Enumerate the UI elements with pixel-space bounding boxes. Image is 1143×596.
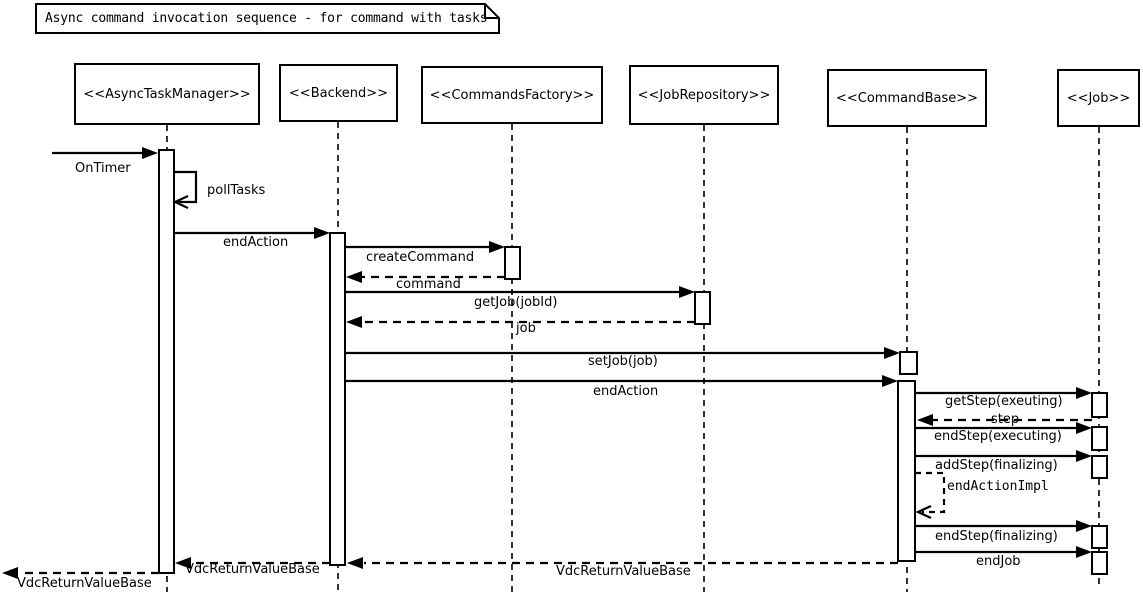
message-label-end-step-finalizing: endStep(finalizing) [935, 529, 1058, 544]
message-label-set-job: setJob(job) [588, 354, 658, 369]
lifeline-label: <<CommandsFactory>> [429, 87, 595, 103]
activation-job-endstep-executing [1091, 426, 1108, 451]
message-label-step-return: step [991, 412, 1020, 427]
arrow-return-to-task-manager [175, 557, 330, 569]
message-label-end-action-impl: endActionImpl [947, 479, 1049, 494]
lifeline-head-commandbase: <<CommandBase>> [827, 69, 987, 127]
activation-commandsfactory [504, 246, 521, 280]
activation-commandbase-main [897, 380, 916, 562]
arrow-job-return [346, 316, 695, 328]
arrow-command-return [346, 271, 505, 283]
message-label-get-step: getStep(exeuting) [945, 394, 1063, 409]
arrow-step-return [917, 414, 1092, 426]
message-label-end-job: endJob [976, 554, 1021, 569]
arrow-on-timer [52, 147, 158, 159]
note-shape [35, 3, 500, 34]
lifeline-head-asynctaskmanager: <<AsyncTaskManager>> [74, 63, 260, 125]
arrow-end-action-1 [174, 227, 330, 239]
message-label-add-step-finalizing: addStep(finalizing) [935, 458, 1058, 473]
lifeline-label: <<JobRepository>> [637, 87, 771, 103]
message-label-end-step-executing: endStep(executing) [934, 429, 1062, 444]
arrow-end-action-2 [345, 375, 898, 387]
activation-asynctaskmanager [158, 149, 175, 574]
activation-job-addstep [1091, 455, 1108, 479]
activation-job-endjob [1091, 551, 1108, 575]
arrow-get-step [915, 387, 1092, 399]
activation-job-getstep [1091, 392, 1108, 418]
arrow-create-command [345, 241, 505, 253]
arrow-set-job [345, 347, 900, 359]
lifeline-head-commandsfactory: <<CommandsFactory>> [421, 66, 603, 124]
activation-commandbase-setjob [899, 351, 918, 375]
message-label-end-action-1: endAction [223, 235, 289, 250]
activation-backend [329, 232, 346, 566]
message-label-end-action-2: endAction [593, 384, 659, 399]
message-label-return-to-caller: VdcReturnValueBase [17, 576, 152, 591]
arrow-end-step-finalizing [915, 520, 1092, 532]
arrow-poll-tasks-selfcall [172, 170, 198, 209]
arrow-get-job [345, 286, 695, 298]
lifeline-label: <<AsyncTaskManager>> [83, 86, 251, 102]
activation-job-endstep-finalizing [1091, 525, 1108, 549]
lifeline-head-backend: <<Backend>> [279, 64, 398, 122]
diagram-title: Async command invocation sequence - for … [45, 11, 488, 26]
lifeline-head-jobrepository: <<JobRepository>> [629, 65, 779, 125]
message-label-return-to-backend: VdcReturnValueBase [556, 564, 691, 579]
arrow-end-step-executing [915, 422, 1092, 434]
message-label-on-timer: OnTimer [75, 161, 131, 176]
message-label-poll-tasks: pollTasks [207, 183, 266, 198]
arrow-return-to-caller [2, 567, 159, 579]
diagram-title-note: Async command invocation sequence - for … [35, 3, 500, 34]
lifeline-label: <<CommandBase>> [835, 90, 979, 106]
message-label-create-command: createCommand [366, 250, 475, 265]
lifeline-label: <<Job>> [1066, 90, 1131, 106]
arrow-return-to-backend [347, 557, 898, 569]
activation-jobrepository [694, 291, 711, 325]
message-label-command-return: command [396, 277, 461, 292]
arrow-end-action-impl-selfcall [915, 471, 946, 519]
message-label-return-to-task-manager: VdcReturnValueBase [185, 562, 320, 577]
arrow-add-step-finalizing [915, 450, 1092, 462]
arrow-end-job [915, 546, 1092, 558]
message-label-job-return: job [516, 321, 536, 336]
lifeline-label: <<Backend>> [288, 85, 389, 101]
message-label-get-job: getJob(jobId) [474, 295, 558, 310]
lifeline-head-job: <<Job>> [1057, 69, 1140, 127]
